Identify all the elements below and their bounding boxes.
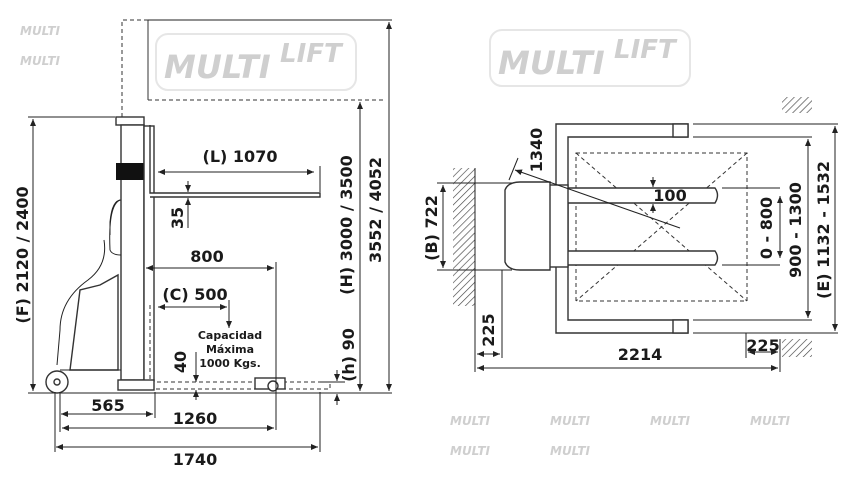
wall-hatch-left [453,168,475,306]
watermark-small: MULTI [650,414,691,428]
dim-lowered-height: (h) 90 [339,328,358,382]
wall-hatch-top-right [782,97,812,113]
carriage [143,125,155,382]
svg-text:LIFT: LIFT [280,39,344,69]
dim-clearance-left: 225 [479,313,498,346]
watermark-small: MULTI [750,414,791,428]
dim-clearance-right: 225 [746,336,779,355]
dim-leg-height: 40 [171,351,190,373]
svg-text:MULTI: MULTI [498,44,605,82]
dim-load-center: (C) 500 [162,285,227,304]
dim-max-height: 3552 / 4052 [366,157,385,263]
mast-top-cap [115,116,145,126]
capacity-label-3: 1000 Kgs. [199,357,261,370]
capacity-label-2: Máxima [206,343,254,356]
dim-aisle-length: 2214 [618,345,663,364]
caster-top [672,123,689,138]
watermark-small: MULTI [20,24,61,38]
dim-overall-height: (F) 2120 / 2400 [13,186,32,323]
dim-lift-height: (H) 3000 / 3500 [337,155,356,295]
dim-565: 565 [91,396,124,415]
grab-handle [109,199,122,235]
dim-fork-spread: 0 - 800 [757,197,776,259]
svg-text:LIFT: LIFT [614,35,678,65]
dim-fork-width: 100 [653,186,686,205]
capacity-label-1: Capacidad [198,329,262,342]
watermark-small: MULTI [450,414,491,428]
top-view: 1340 (B) 722 100 0 - 800 900 - 1300 (E) … [422,97,838,372]
caster-bottom [672,319,689,334]
dim-width-b: (B) 722 [422,195,441,261]
dim-800: 800 [190,247,223,266]
wall-hatch-bottom-right [782,339,812,357]
dim-turning-radius: 1340 [527,128,546,173]
dim-overall-length: 1740 [173,450,218,469]
dim-fork-thickness: 35 [168,207,187,229]
fork-raised [149,125,321,198]
watermark-small: MULTI [550,414,591,428]
watermark-logo: MULTI LIFT [489,29,691,87]
dim-inner-width: 900 - 1300 [786,182,805,278]
svg-text:MULTI: MULTI [164,48,271,86]
side-view: (F) 2120 / 2400 (H) 3000 / 3500 3552 / 4… [13,19,392,469]
watermark-small: MULTI [20,54,61,68]
tiller-handle [56,239,106,366]
power-unit [504,181,551,271]
pallet-outline [575,152,748,302]
mast-block [116,163,144,180]
watermark-logo: MULTI LIFT [155,33,357,91]
fork-right [551,250,719,266]
mast-base [117,379,155,391]
dim-outer-width: (E) 1132 - 1532 [814,161,833,299]
watermark-small: MULTI [450,444,491,458]
watermark-small: MULTI [550,444,591,458]
watermarks: MULTI LIFT MULTI LIFT MULTI MULTI MULTI … [20,24,791,458]
fork-left [551,187,719,204]
dim-1260: 1260 [173,409,218,428]
dim-fork-length: (L) 1070 [203,147,278,166]
